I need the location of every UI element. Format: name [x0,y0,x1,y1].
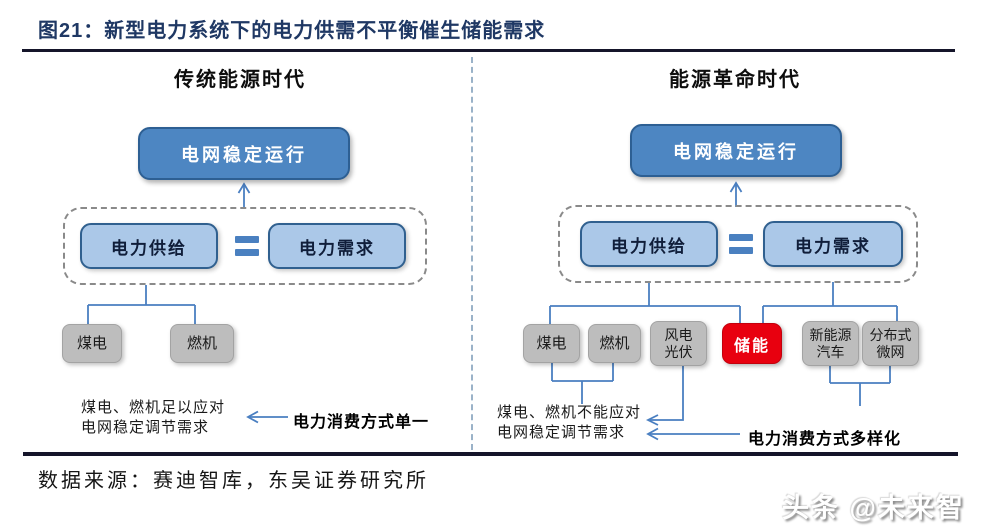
source-box-gas-right: 燃机 [588,324,641,363]
source-box-coal-left: 煤电 [62,324,122,363]
right-supply-bracket [549,282,741,324]
equals-bar [729,234,753,241]
demand-box-left: 电力需求 [268,223,406,269]
equals-sign-left [235,236,259,256]
supply-box-left: 电力供给 [80,223,218,269]
era-title-traditional: 传统能源时代 [174,69,306,91]
era-title-revolution: 能源革命时代 [669,69,801,91]
right-consumption-arrow-icon [646,427,740,441]
equals-sign-right [729,234,753,254]
grid-stability-box-left: 电网稳定运行 [138,127,350,180]
right-up-arrow-icon [729,181,743,207]
footer-rule [23,452,958,456]
header-rule [22,49,955,52]
demand-box-right: 电力需求 [763,221,903,267]
left-up-arrow-icon [237,182,251,208]
data-source: 数据来源：赛迪智库，东吴证券研究所 [38,470,429,492]
watermark: 头条 @未来智库 [782,493,965,523]
equals-bar [235,236,259,243]
panel-divider-dashed [471,57,473,450]
caption-left: 煤电、燃机足以应对 电网稳定调节需求 [81,399,226,437]
grid-stability-box-right: 电网稳定运行 [630,124,842,177]
source-box-microgrid: 分布式 微网 [862,321,919,366]
right-demand-bracket [762,282,898,323]
caption-right: 煤电、燃机不能应对 电网稳定调节需求 [497,404,642,442]
supply-demand-group-left [63,207,427,285]
supply-box-right: 电力供给 [580,221,718,267]
left-supply-bracket [87,285,196,324]
left-consumption-arrow-icon [246,410,288,424]
storage-box: 储能 [722,323,782,364]
equals-bar [729,247,753,254]
source-box-coal-right: 煤电 [523,324,580,363]
right-wind-solar-arrow-icon [645,366,684,426]
source-box-ev: 新能源 汽车 [802,321,859,366]
right-ev-microgrid-lower-bracket [829,366,891,406]
figure-title: 图21：新型电力系统下的电力供需不平衡催生储能需求 [38,20,546,42]
source-box-gas-left: 燃机 [170,324,234,363]
source-box-wind-solar: 风电 光伏 [650,321,707,366]
equals-bar [235,249,259,256]
consumption-label-left: 电力消费方式单一 [293,414,430,431]
right-coal-gas-lower-bracket [551,363,614,404]
supply-demand-group-right [558,205,918,283]
consumption-label-right: 电力消费方式多样化 [748,431,902,448]
